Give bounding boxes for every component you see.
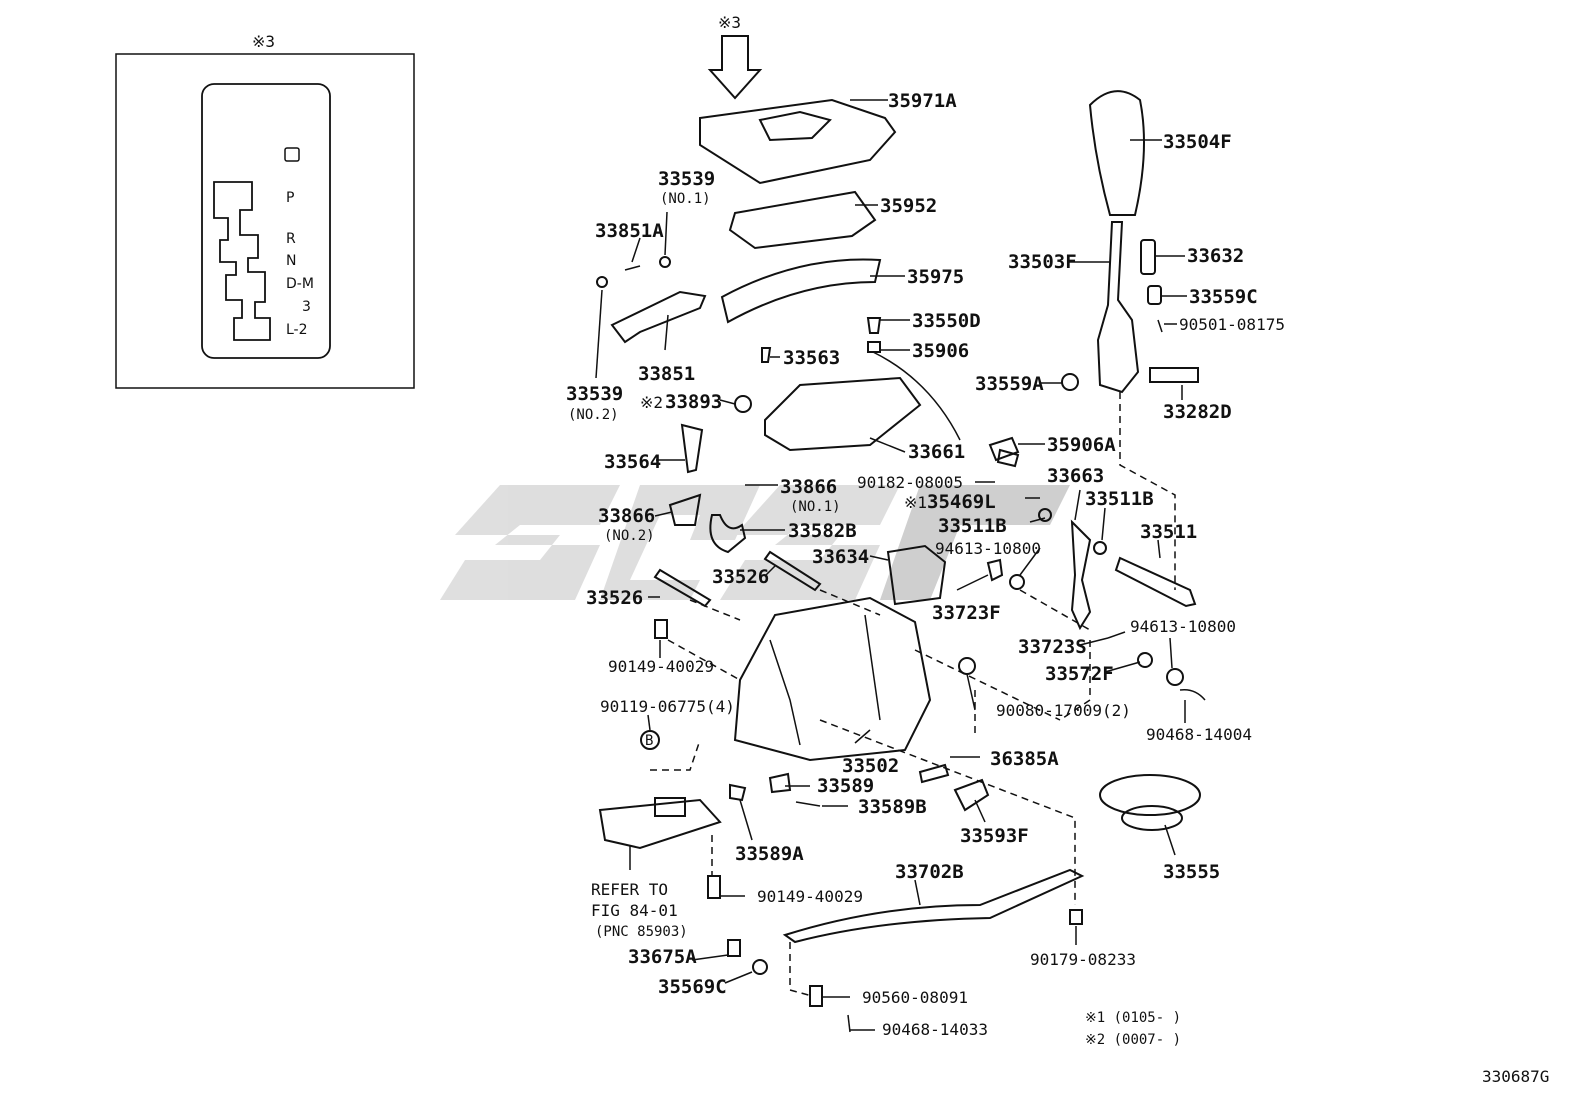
label-90560-08091: 90560-08091 [862, 988, 968, 1007]
label-33851: 33851 [638, 363, 695, 385]
part-labels: 35971A 33504F 33539 (NO.1) 35952 33851A … [566, 90, 1285, 1039]
label-90179-08233: 90179-08233 [1030, 950, 1136, 969]
label-33526-lower: 33526 [586, 587, 643, 609]
label-33663: 33663 [1047, 465, 1104, 487]
label-33589A: 33589A [735, 843, 804, 865]
refer-note: REFER TO FIG 84-01 (PNC 85903) [591, 880, 688, 940]
footnote-2: ※2 (0007- ) [1085, 1032, 1181, 1048]
label-33511: 33511 [1140, 521, 1197, 543]
gate-3: 3 [302, 299, 311, 315]
label-90119-06775: 90119-06775(4) [600, 697, 735, 716]
label-33702B: 33702B [895, 861, 964, 883]
label-33634: 33634 [812, 546, 869, 568]
label-33526-upper: 33526 [712, 566, 769, 588]
note-33866-no1: (NO.1) [790, 499, 841, 515]
label-35906A: 35906A [1047, 434, 1116, 456]
mark-35469L: ※1 [904, 493, 927, 512]
label-33564: 33564 [604, 451, 661, 473]
label-35975: 35975 [907, 266, 964, 288]
gate-p: P [286, 190, 294, 206]
label-33511B-top: 33511B [1085, 488, 1154, 510]
label-33572F: 33572F [1045, 663, 1114, 685]
label-35971A: 35971A [888, 90, 957, 112]
label-33723S: 33723S [1018, 636, 1087, 658]
label-90149-40029-lower: 90149-40029 [757, 887, 863, 906]
label-33675A: 33675A [628, 946, 697, 968]
label-90468-14004: 90468-14004 [1146, 725, 1252, 744]
label-35906: 35906 [912, 340, 969, 362]
label-33550D: 33550D [912, 310, 981, 332]
footnotes: ※1 (0105- ) ※2 (0007- ) 330687G [1085, 1010, 1549, 1086]
note-33539-no2: (NO.2) [568, 407, 619, 423]
refer-line3: (PNC 85903) [595, 924, 688, 940]
inset-mark: ※3 [252, 32, 275, 51]
label-33632: 33632 [1187, 245, 1244, 267]
label-94613-10800-lower: 94613-10800 [1130, 617, 1236, 636]
label-33563: 33563 [783, 347, 840, 369]
label-90501-08175: 90501-08175 [1179, 315, 1285, 334]
refer-line1: REFER TO [591, 880, 668, 899]
figure-id: 330687G [1482, 1067, 1549, 1086]
gate-n: N [286, 253, 296, 269]
b-marker: B [645, 733, 653, 749]
watermark-logo [440, 485, 1070, 600]
mark-33893: ※2 [640, 393, 663, 412]
label-33851A: 33851A [595, 220, 664, 242]
leader-lines [595, 99, 1187, 1031]
label-94613-10800-upper: 94613-10800 [935, 539, 1041, 558]
label-33503F: 33503F [1008, 251, 1077, 273]
gate-l2: L-2 [286, 322, 308, 338]
label-33893: 33893 [665, 391, 722, 413]
guide-lines [650, 392, 1176, 997]
label-33661: 33661 [908, 441, 965, 463]
label-33559A: 33559A [975, 373, 1044, 395]
label-33866-no1: 33866 [780, 476, 837, 498]
label-90080-17009: 90080-17009(2) [996, 701, 1131, 720]
label-33539-no2: 33539 [566, 383, 623, 405]
label-33504F: 33504F [1163, 131, 1232, 153]
view-arrow: ※3 [707, 13, 763, 100]
label-90468-14033: 90468-14033 [882, 1020, 988, 1039]
gate-dm: D-M [286, 276, 314, 292]
label-33589B: 33589B [858, 796, 927, 818]
label-33593F: 33593F [960, 825, 1029, 847]
note-33539-no1: (NO.1) [660, 191, 711, 207]
refer-line2: FIG 84-01 [591, 901, 678, 920]
top-mark: ※3 [718, 13, 741, 32]
label-35469L: 35469L [927, 491, 996, 513]
label-35569C: 35569C [658, 976, 727, 998]
gate-r: R [286, 231, 296, 247]
inset-gate-pattern: ※3 P R N D-M 3 L-2 [115, 32, 415, 389]
label-33539-no1: 33539 [658, 168, 715, 190]
note-33866-no2: (NO.2) [604, 528, 655, 544]
label-33502: 33502 [842, 755, 899, 777]
label-33282D: 33282D [1163, 401, 1232, 423]
label-33511B: 33511B [938, 515, 1007, 537]
label-33555: 33555 [1163, 861, 1220, 883]
label-33589: 33589 [817, 775, 874, 797]
label-90182-08005: 90182-08005 [857, 473, 963, 492]
label-33582B: 33582B [788, 520, 857, 542]
label-33559C: 33559C [1189, 286, 1258, 308]
label-33866-no2: 33866 [598, 505, 655, 527]
footnote-1: ※1 (0105- ) [1085, 1010, 1181, 1026]
part-drawings [596, 90, 1206, 1033]
label-90149-40029-upper: 90149-40029 [608, 657, 714, 676]
label-35952: 35952 [880, 195, 937, 217]
label-33723F: 33723F [932, 602, 1001, 624]
label-36385A: 36385A [990, 748, 1059, 770]
